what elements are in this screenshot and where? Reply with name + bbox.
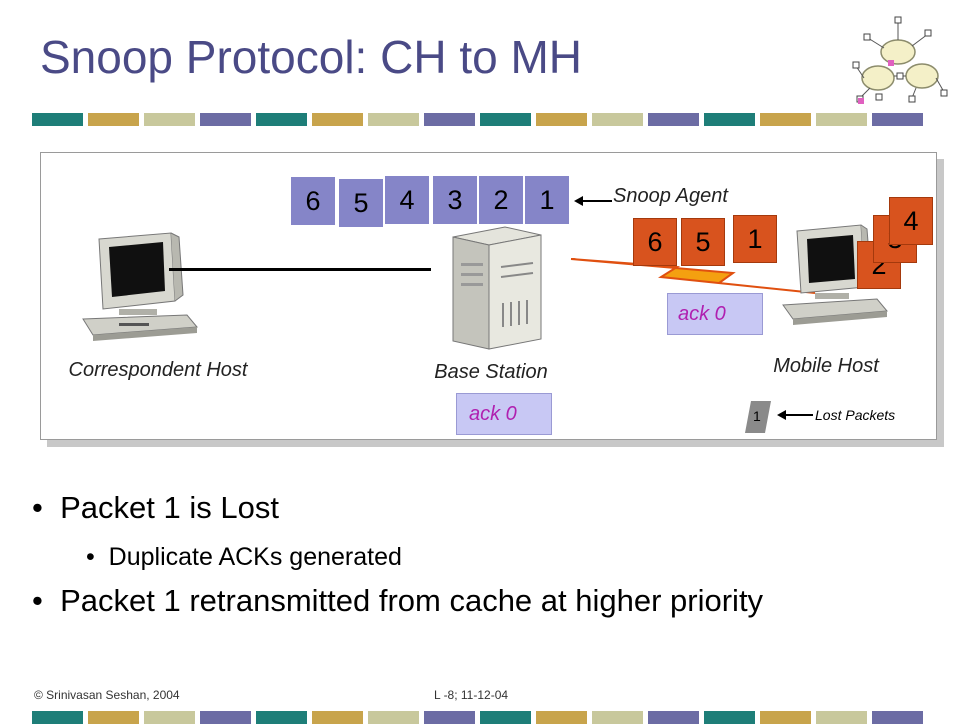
footer-center: L -8; 11-12-04 <box>434 688 509 702</box>
correspondent-computer-icon <box>82 232 199 341</box>
ack-wireless: ack 0 <box>667 293 763 335</box>
bullet-2: • Packet 1 retransmitted from cache at h… <box>32 583 764 618</box>
lost-packets-label: Lost Packets <box>815 407 896 423</box>
snoop-agent-arrow <box>574 196 612 206</box>
snoop-diagram: 6 5 4 3 2 1 Snoop Agent 6 5 1 2 3 4 Corr… <box>40 152 937 440</box>
bullet-1-sub-text: Duplicate ACKs generated <box>108 543 402 571</box>
base-station-label: Base Station <box>434 361 548 383</box>
bs-packet: 2 <box>479 176 523 224</box>
bullet-1: • Packet 1 is Lost <box>32 490 279 525</box>
ack-base-station: ack 0 <box>456 393 552 435</box>
base-station-server-icon <box>452 226 542 350</box>
bullet-2-text: Packet 1 retransmitted from cache at hig… <box>60 583 764 618</box>
mobile-packet: 4 <box>889 197 933 245</box>
bs-packet: 5 <box>339 179 383 227</box>
lost-packet-marker <box>745 401 771 433</box>
footer-left: © Srinivasan Seshan, 2004 <box>34 688 180 702</box>
in-flight-packet: 5 <box>681 218 725 266</box>
bs-packet: 3 <box>433 176 477 224</box>
bs-packet: 4 <box>385 176 429 224</box>
in-flight-packet: 6 <box>633 218 677 266</box>
lost-packets-arrow <box>777 410 813 420</box>
page-title: Snoop Protocol: CH to MH <box>40 31 583 83</box>
correspondent-host-label: Correspondent Host <box>68 359 248 381</box>
header-stripe <box>32 113 928 126</box>
lost-packet-number: 1 <box>753 408 761 424</box>
wired-link <box>169 268 431 271</box>
bullet-1-text: Packet 1 is Lost <box>60 490 279 525</box>
network-logo-icon <box>852 16 948 104</box>
footer-stripe <box>32 711 928 724</box>
bullet-1-sub: • Duplicate ACKs generated <box>86 543 402 571</box>
bs-packet: 1 <box>525 176 569 224</box>
snoop-agent-label: Snoop Agent <box>613 185 728 207</box>
mobile-host-label: Mobile Host <box>773 355 879 377</box>
in-flight-packet: 1 <box>733 215 777 263</box>
bs-packet: 6 <box>291 177 335 225</box>
